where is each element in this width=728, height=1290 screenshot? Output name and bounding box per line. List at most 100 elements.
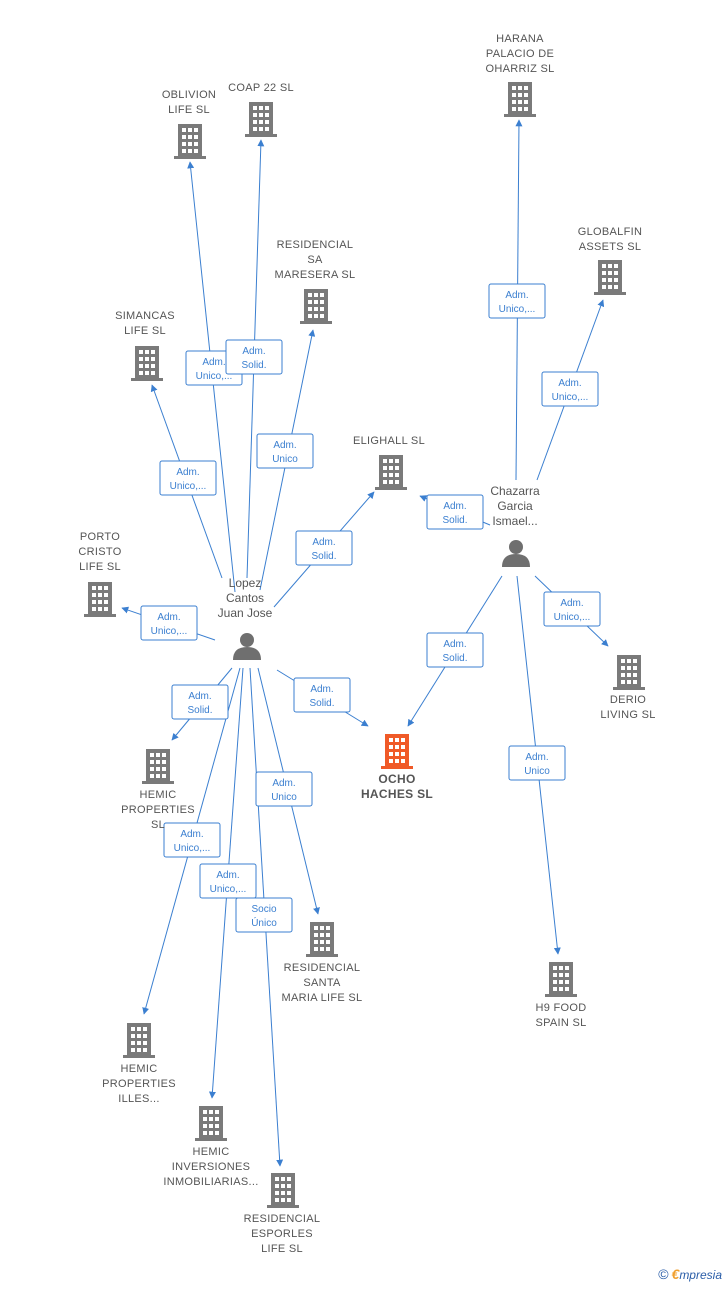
edge-label-box	[256, 433, 314, 469]
edge-label-box	[199, 863, 257, 899]
edge-label-text: Solid.	[442, 515, 467, 526]
ocho-label: OCHO	[378, 772, 415, 786]
building-icon[interactable]	[123, 1023, 155, 1058]
lopez-label: Lopez	[229, 576, 262, 590]
building-icon[interactable]	[131, 346, 163, 381]
edge-label-text: Adm.	[558, 378, 581, 389]
derio-label: DERIO	[610, 694, 646, 706]
edge-label-text: Solid.	[309, 698, 334, 709]
edge-label-lopez-hemic_illes[interactable]: Adm. Unico,...	[163, 822, 221, 858]
edge-label-box	[295, 530, 353, 566]
edge-label-text: Único	[251, 916, 277, 929]
edge-label-text: Solid.	[187, 705, 212, 716]
edge-label-text: Adm.	[272, 778, 295, 789]
edge-label-chazarra-derio[interactable]: Adm.Unico,...	[543, 591, 601, 627]
edge-label-text: Adm.	[273, 440, 296, 451]
edge-label-text: Unico,...	[151, 626, 188, 637]
oblivion-label: OBLIVION	[162, 89, 216, 101]
edge-label-lopez-ocho[interactable]: Adm.Solid.	[293, 677, 351, 713]
edge-label-text: Unico,...	[196, 371, 233, 382]
edge-label-chazarra-harana[interactable]: Adm. Unico,...	[488, 283, 546, 319]
edge-label-lopez-elighall[interactable]: Adm.Solid.	[295, 530, 353, 566]
hemic_illes-label: ILLES...	[118, 1093, 160, 1105]
coap-label: COAP 22 SL	[228, 82, 294, 94]
edge-label-chazarra-ocho[interactable]: Adm.Solid.	[426, 632, 484, 668]
edge-label-chazarra-elighall[interactable]: Adm. Solid.	[426, 494, 484, 530]
edge-label-text: Adm.	[176, 467, 199, 478]
simancas-label: LIFE SL	[124, 325, 166, 337]
edge-label-text: Unico,...	[210, 884, 247, 895]
hemic_props-label: HEMIC	[140, 789, 177, 801]
oblivion-label: LIFE SL	[168, 104, 210, 116]
building-icon[interactable]	[306, 922, 338, 957]
edge-label-text: Adm.	[180, 829, 203, 840]
person-icon[interactable]	[233, 633, 261, 660]
building-icon[interactable]	[174, 124, 206, 159]
edge-label-text: Unico	[271, 792, 297, 803]
edge-label-lopez-porto[interactable]: Adm. Unico,...	[140, 605, 198, 641]
building-icon[interactable]	[142, 749, 174, 784]
edge-label-text: Solid.	[311, 551, 336, 562]
edge-label-lopez-coap[interactable]: Adm. Solid.	[225, 339, 283, 375]
edge-label-text: Adm.	[505, 290, 528, 301]
edge-label-lopez-hemic_props[interactable]: Adm.Solid.	[171, 684, 229, 720]
brand-logo-e: €	[671, 1266, 680, 1282]
edge-label-text: Adm.	[242, 346, 265, 357]
building-icon[interactable]	[613, 655, 645, 690]
edge-label-text: Solid.	[241, 360, 266, 371]
building-icon[interactable]	[245, 102, 277, 137]
porto-label: LIFE SL	[79, 561, 121, 573]
person-icon[interactable]	[502, 540, 530, 567]
edge-label-lopez-residencial_sa[interactable]: Adm.Unico	[256, 433, 314, 469]
edge-label-box	[426, 632, 484, 668]
building-icon[interactable]	[195, 1106, 227, 1141]
lopez-label: Juan Jose	[218, 606, 273, 620]
edge-label-text: Adm.	[443, 501, 466, 512]
edge-label-chazarra-h9[interactable]: Adm.Unico	[508, 745, 566, 781]
brand-logo-text: mpresia	[679, 1268, 722, 1282]
h9-label: H9 FOOD	[536, 1002, 587, 1014]
residencial_sa-label: MARESERA SL	[275, 269, 356, 281]
building-icon[interactable]	[300, 289, 332, 324]
edge-label-box	[171, 684, 229, 720]
building-icon[interactable]	[375, 455, 407, 490]
edge-label-chazarra-globalfin[interactable]: Adm. Unico,...	[541, 371, 599, 407]
lopez-label: Cantos	[226, 591, 264, 605]
edge-label-box	[163, 822, 221, 858]
building-icon[interactable]	[84, 582, 116, 617]
globalfin-label: ASSETS SL	[579, 241, 642, 253]
edge-label-text: Unico,...	[554, 612, 591, 623]
residencial_santa-label: MARIA LIFE SL	[282, 992, 363, 1004]
chazarra-label: Ismael...	[492, 514, 537, 528]
building-icon[interactable]	[381, 734, 413, 769]
elighall-label: ELIGHALL SL	[353, 435, 425, 447]
hemic_illes-label: HEMIC	[121, 1063, 158, 1075]
edge-label-text: Adm.	[157, 612, 180, 623]
harana-label: PALACIO DE	[486, 48, 554, 60]
edge-label-lopez-simancas[interactable]: Adm.Unico,...	[159, 460, 217, 496]
residencial_esporles-label: LIFE SL	[261, 1243, 303, 1255]
edge-label-text: Unico,...	[552, 392, 589, 403]
edge-label-box	[426, 494, 484, 530]
hemic_props-label: SL	[151, 819, 165, 831]
residencial_santa-label: RESIDENCIAL	[284, 962, 361, 974]
edge-label-text: Socio	[251, 904, 276, 915]
edge-label-box	[159, 460, 217, 496]
porto-label: CRISTO	[78, 546, 121, 558]
building-icon[interactable]	[545, 962, 577, 997]
edge-label-lopez-residencial_santa[interactable]: Adm. Unico	[255, 771, 313, 807]
hemic_inv-label: HEMIC	[193, 1146, 230, 1158]
edge-label-box	[543, 591, 601, 627]
edge-label-text: Adm.	[216, 870, 239, 881]
simancas-label: SIMANCAS	[115, 310, 175, 322]
edge-label-lopez-hemic_inv[interactable]: Adm. Unico,...	[199, 863, 257, 899]
residencial_santa-label: SANTA	[303, 977, 341, 989]
edge-label-text: Unico,...	[174, 843, 211, 854]
residencial_sa-label: RESIDENCIAL	[277, 239, 354, 251]
building-icon[interactable]	[504, 82, 536, 117]
edge-label-text: Unico,...	[499, 304, 536, 315]
ocho-label: HACHES SL	[361, 787, 433, 801]
building-icon[interactable]	[594, 260, 626, 295]
building-icon[interactable]	[267, 1173, 299, 1208]
